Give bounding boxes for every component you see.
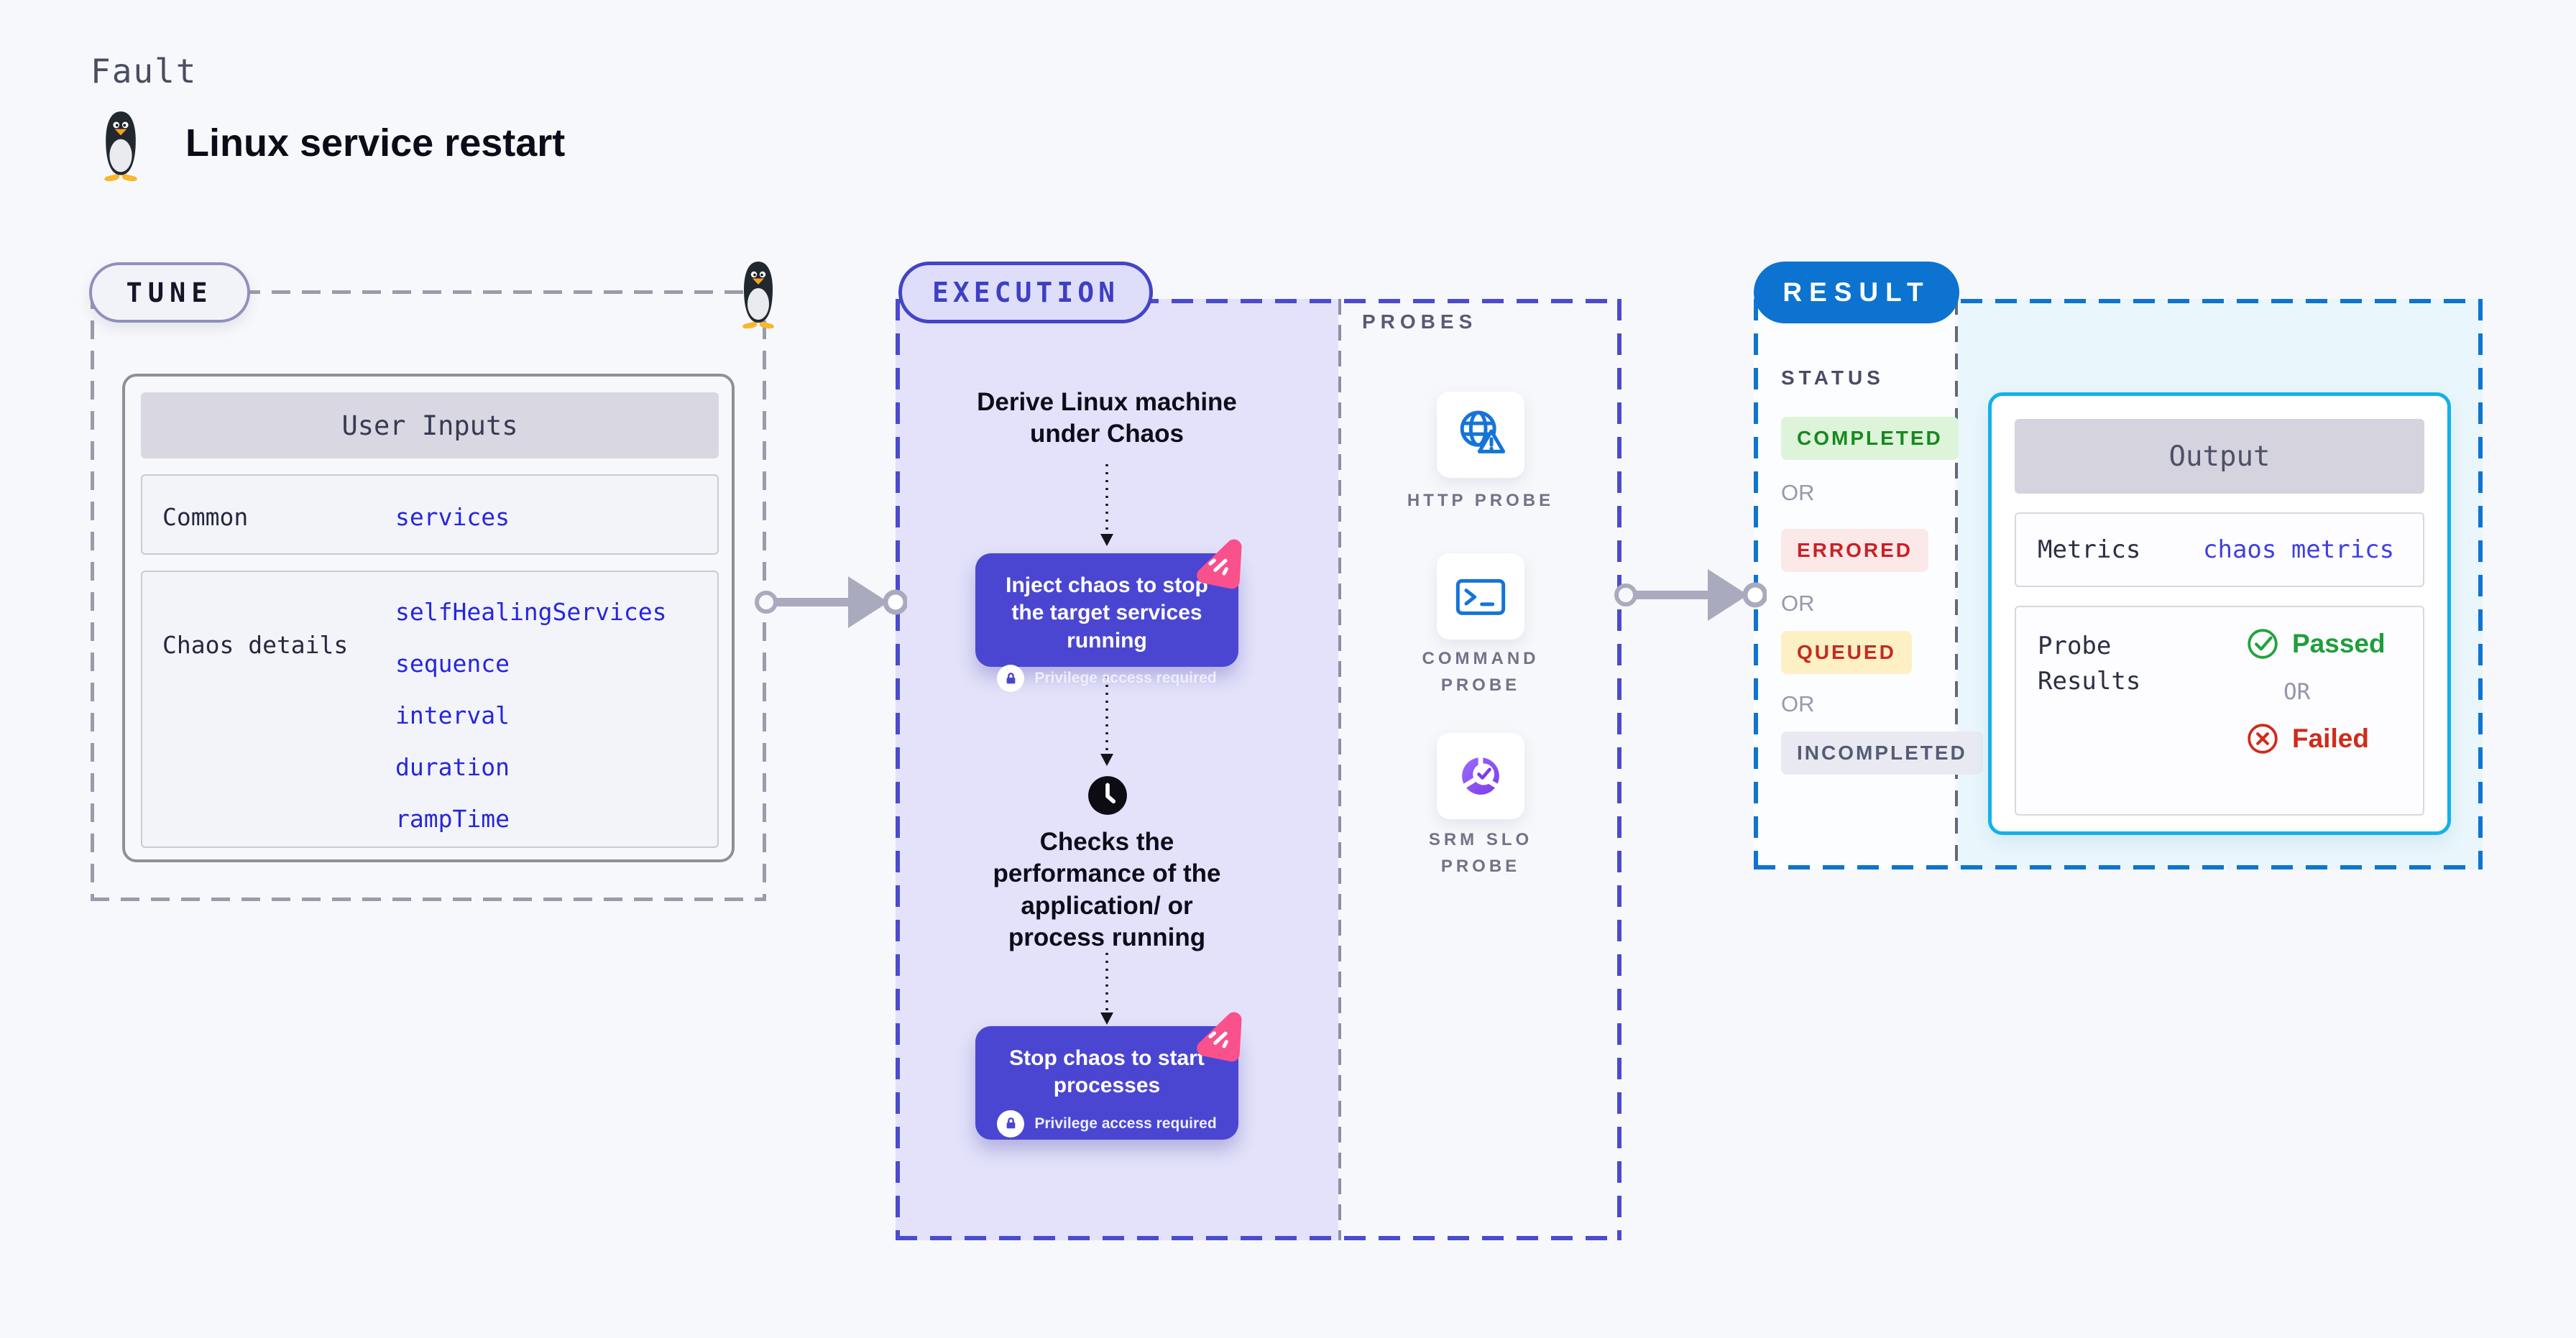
lock-icon [997,665,1025,693]
tune-badge-label: TUNE [126,277,213,308]
x-circle-icon [2248,724,2278,754]
status-badge-completed: COMPLETED [1781,417,1959,460]
tux-penguin-icon [104,111,137,182]
param-link-services[interactable]: services [395,503,510,531]
http-probe-card [1437,392,1524,478]
slo-pie-check-icon [1462,755,1499,795]
or-separator: OR [1781,480,1815,505]
check-circle-icon [2248,629,2278,659]
probe-failed-label: Failed [2292,724,2369,753]
inject-chaos-title: Inject chaos to stop the target services… [1006,573,1208,652]
row-label: Chaos details [162,631,349,659]
stop-chaos-card: Stop chaos to start processes Privilege … [975,1012,1242,1140]
or-separator: OR [1781,691,1815,716]
dotted-arrow-down [1100,464,1113,546]
dotted-arrow-down [1100,677,1113,766]
arrow-execution-to-result [1614,569,1767,621]
srm-slo-probe-label: SRM SLO PROBE [1428,830,1533,877]
probes-label: PROBES [1362,310,1478,333]
lock-icon [997,1109,1025,1138]
execution-badge: EXECUTION [898,262,1153,323]
stop-chaos-title: Stop chaos to start processes [1009,1046,1205,1098]
metrics-label: Metrics [2038,535,2141,564]
user-inputs-card: User Inputs Common services Chaos detail… [122,374,735,862]
table-row-chaos-details: Chaos details selfHealingServices sequen… [141,571,719,848]
page-title: Linux service restart [185,121,566,165]
chaos-logo-icon [1197,1012,1242,1062]
user-inputs-header: User Inputs [141,392,719,458]
status-heading: STATUS [1781,366,1885,389]
row-label: Common [162,503,249,531]
chaos-metrics-link[interactable]: chaos metrics [2203,535,2395,564]
or-separator: OR [1781,591,1815,616]
tune-badge: TUNE [89,262,250,323]
or-separator: OR [2283,679,2311,705]
status-badge-errored: ERRORED [1781,529,1929,572]
srm-slo-probe-card [1437,733,1524,819]
tux-penguin-small-icon [742,262,774,329]
table-row-common: Common services [141,474,719,555]
param-link-ramptime[interactable]: rampTime [395,805,510,833]
probe-results-row: Probe Results Passed OR Failed [2015,606,2424,816]
privilege-note: Privilege access required [1034,1115,1217,1132]
metrics-row: Metrics chaos metrics [2015,512,2424,587]
probe-results-label: Probe Results [2038,632,2141,696]
command-probe-label: COMMAND PROBE [1422,649,1540,696]
privilege-note: Privilege access required [1034,670,1217,687]
clock-icon [1088,776,1127,815]
output-header: Output [2015,419,2424,494]
param-link-interval[interactable]: interval [395,701,510,729]
fault-kicker: Fault [91,52,198,91]
status-badge-incompleted: INCOMPLETED [1781,732,1983,775]
param-link-selfhealingservices[interactable]: selfHealingServices [395,598,667,626]
result-badge-label: RESULT [1782,277,1931,307]
probe-passed-label: Passed [2292,629,2386,658]
globe-alert-icon [1460,410,1506,453]
status-badge-queued: QUEUED [1781,631,1912,674]
step-derive-text: Derive Linux machine under Chaos [977,388,1237,448]
result-badge: RESULT [1754,262,1959,323]
execution-badge-label: EXECUTION [932,277,1119,308]
step-checks-text: Checks the performance of the applicatio… [993,828,1221,952]
inject-chaos-card: Inject chaos to stop the target services… [975,539,1242,693]
command-probe-card [1437,553,1524,640]
arrow-tune-to-execution [755,576,907,628]
param-link-duration[interactable]: duration [395,753,510,781]
chaos-logo-icon [1197,539,1242,589]
output-card: Output Metrics chaos metrics Probe Resul… [1988,392,2451,835]
terminal-icon [1455,578,1506,615]
http-probe-label: HTTP PROBE [1407,491,1555,510]
param-link-sequence[interactable]: sequence [395,650,510,678]
dotted-arrow-down [1100,953,1113,1025]
